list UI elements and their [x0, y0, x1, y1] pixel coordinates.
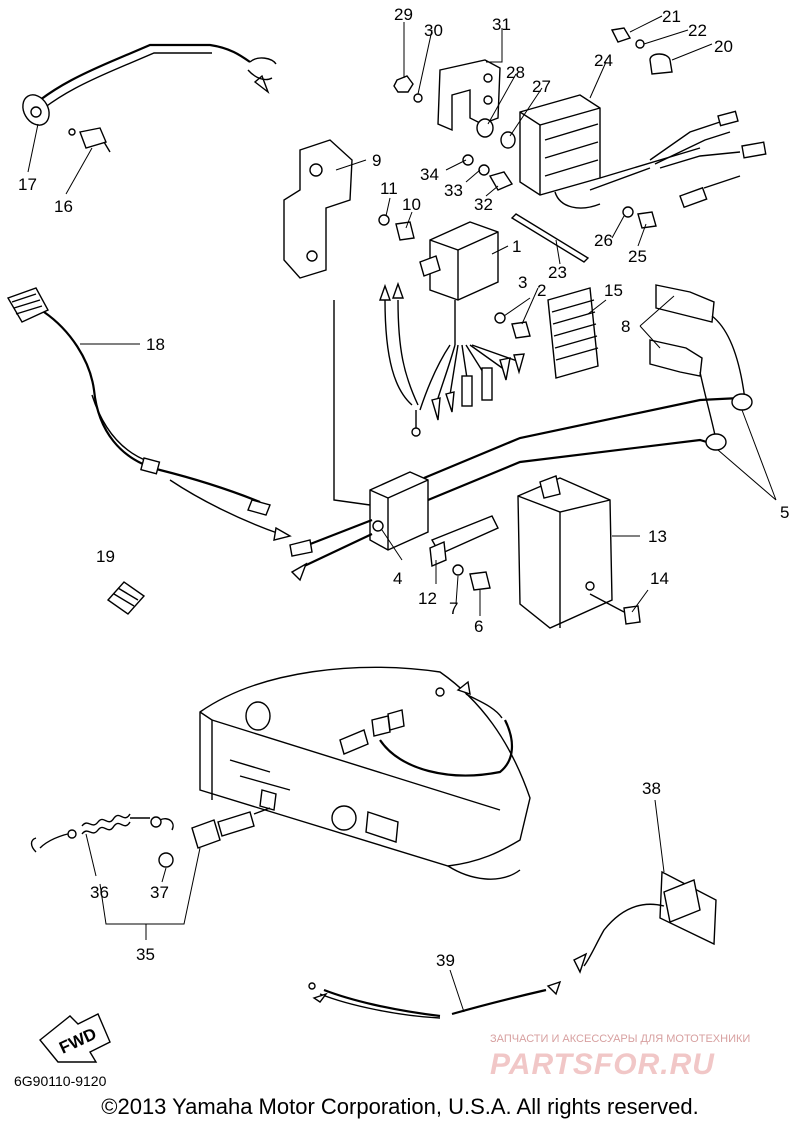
watermark-brand: PARTSFOR.RU: [490, 1048, 715, 1081]
callout-37: 37: [150, 883, 169, 902]
callout-27: 27: [532, 77, 551, 96]
callout-29: 29: [394, 5, 413, 24]
small-fasteners-top: [378, 27, 673, 339]
callout-numbers: 1 2 3 4 5 6 7 8 9 10 11 12 13 14 15 16 1…: [18, 5, 789, 970]
callout-26: 26: [594, 231, 613, 250]
callout-23: 23: [548, 263, 567, 282]
cover-13-part: [517, 475, 641, 629]
callout-36: 36: [90, 883, 109, 902]
callout-35: 35: [136, 945, 155, 964]
callout-25: 25: [628, 247, 647, 266]
callout-2: 2: [537, 281, 546, 300]
bracket-31-part: [437, 59, 501, 132]
cap-19-part: [106, 581, 146, 615]
callout-11: 11: [380, 179, 398, 198]
callout-1: 1: [512, 237, 521, 256]
callout-38: 38: [642, 779, 661, 798]
callout-34: 34: [420, 165, 439, 184]
callout-24: 24: [594, 51, 613, 70]
battery-lead-part: [22, 43, 277, 126]
callout-18: 18: [146, 335, 165, 354]
ignition-coil-4-part: [289, 300, 741, 582]
fwd-arrow-icon: FWD: [39, 1013, 111, 1063]
callout-17: 17: [18, 175, 37, 194]
lower-cowling-part: [199, 666, 531, 880]
callout-21: 21: [662, 7, 681, 26]
callout-6: 6: [474, 617, 483, 636]
callout-33: 33: [444, 181, 463, 200]
tie-and-holder: [510, 213, 599, 379]
rectifier-24-part: [519, 94, 701, 209]
copyright-notice: ©2013 Yamaha Motor Corporation, U.S.A. A…: [101, 1094, 699, 1119]
callout-7: 7: [449, 599, 458, 618]
callout-3: 3: [518, 273, 527, 292]
callout-30: 30: [424, 21, 443, 40]
callout-13: 13: [648, 527, 667, 546]
clamp-12-and-bolt: [429, 515, 499, 591]
callout-32: 32: [474, 195, 493, 214]
lead-39-part: [308, 980, 562, 1019]
part-code: 6G90110-9120: [14, 1073, 107, 1089]
callout-9: 9: [372, 151, 381, 170]
connector-38-part: [573, 870, 717, 974]
spark-plug-caps-8: [649, 284, 753, 451]
callout-5: 5: [780, 503, 789, 522]
leader-lines: [27, 15, 777, 1013]
cowling-wires: [339, 680, 513, 777]
callout-39: 39: [436, 951, 455, 970]
harness-18-part: [6, 287, 292, 541]
switch-16-part: [68, 127, 111, 153]
callout-12: 12: [418, 589, 437, 608]
callout-28: 28: [506, 63, 525, 82]
callout-31: 31: [492, 15, 511, 34]
callout-16: 16: [54, 197, 73, 216]
callout-8: 8: [621, 317, 630, 336]
callout-20: 20: [714, 37, 733, 56]
watermark-tagline: ЗАПЧАСТИ И АКСЕССУАРЫ ДЛЯ МОТОТЕХНИКИ: [490, 1033, 750, 1045]
cdi-unit-1-part: [379, 221, 525, 437]
callout-15: 15: [604, 281, 623, 300]
kill-switch-35-part: [30, 807, 271, 868]
bracket-9-part: [283, 139, 353, 279]
callout-22: 22: [688, 21, 707, 40]
callout-14: 14: [650, 569, 669, 588]
callout-19: 19: [96, 547, 115, 566]
wire-ends-top-right: [649, 110, 767, 209]
callout-4: 4: [393, 569, 402, 588]
callout-10: 10: [402, 195, 421, 214]
